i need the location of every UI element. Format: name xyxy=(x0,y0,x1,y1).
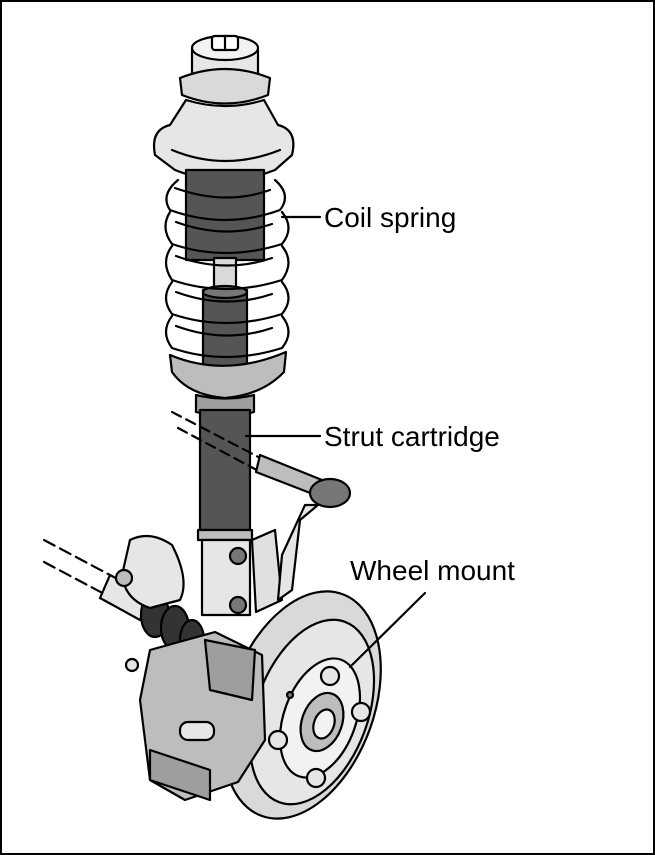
brake-caliper xyxy=(124,630,267,802)
strut-cartridge-label: Strut cartridge xyxy=(324,421,500,452)
coil-spring xyxy=(164,178,290,359)
top-mount xyxy=(152,34,295,182)
wheel-mount-leader xyxy=(348,591,427,669)
brake-disc xyxy=(222,590,382,820)
damper-body-upper xyxy=(184,168,266,372)
strut-cartridge xyxy=(196,408,284,617)
leader-lines xyxy=(244,215,427,669)
knuckle-arm xyxy=(114,534,185,610)
tie-rod xyxy=(170,410,352,602)
coil-spring-label: Coil spring xyxy=(324,202,456,233)
wheel-mount-label: Wheel mount xyxy=(350,555,515,586)
